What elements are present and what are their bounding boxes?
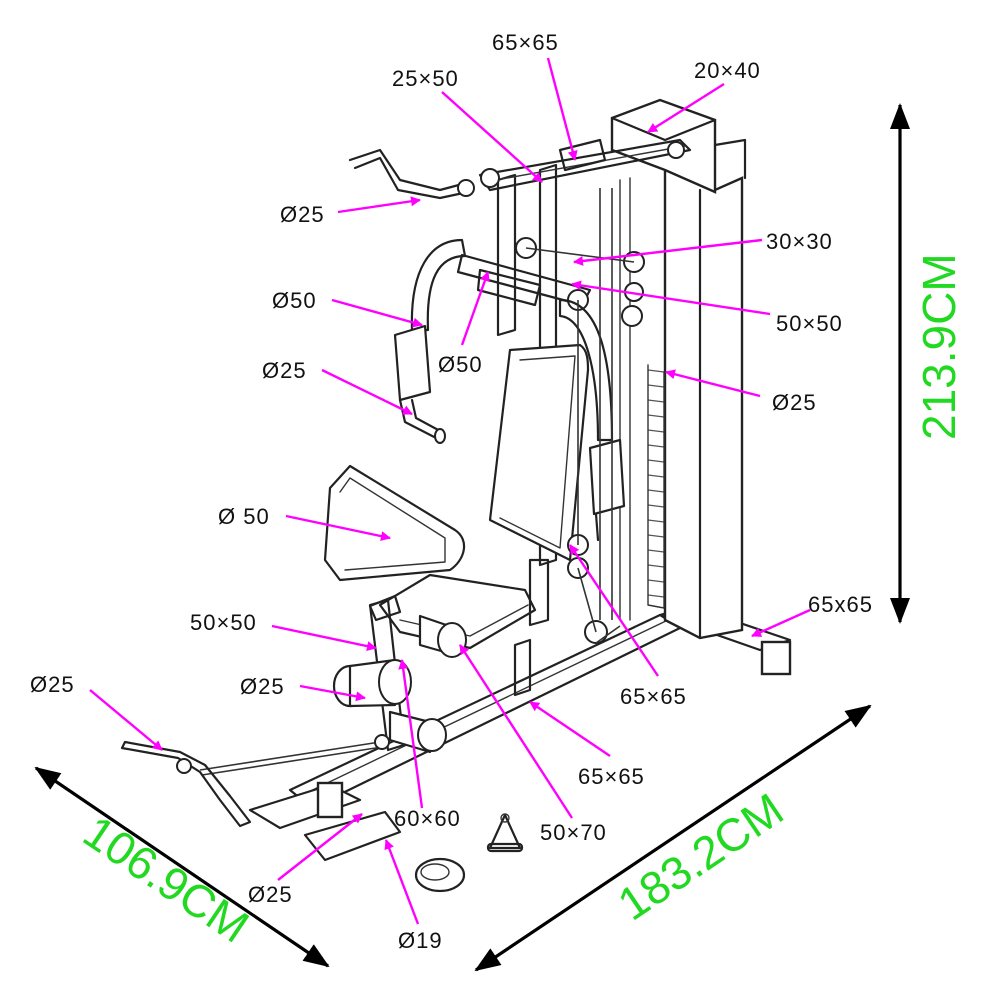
label-pad-d50: Ø 50 bbox=[218, 504, 270, 529]
label-roller-d25: Ø25 bbox=[240, 674, 285, 699]
height-dimension: 213.9CM bbox=[913, 253, 965, 440]
pointer-cable-handle bbox=[89, 689, 163, 751]
width-dimension: 106.9CM bbox=[74, 805, 258, 952]
pointer-top-25x50 bbox=[441, 91, 543, 183]
label-post-60x60: 60×60 bbox=[394, 806, 461, 831]
pointer-top-20x40 bbox=[647, 82, 725, 134]
pointer-top-65x65 bbox=[546, 57, 578, 161]
label-cross-50x50: 50×50 bbox=[776, 311, 843, 336]
dimension-lines bbox=[34, 103, 910, 972]
pointer-base-right bbox=[751, 608, 811, 638]
label-leg-50x50: 50×50 bbox=[190, 610, 257, 635]
label-upper-arm-d25: Ø25 bbox=[280, 202, 325, 227]
pointer-pin bbox=[384, 839, 420, 925]
pointer-pad bbox=[285, 514, 391, 542]
label-foot-d25: Ø25 bbox=[248, 882, 293, 907]
label-roller-50x70: 50×70 bbox=[540, 820, 607, 845]
machine-drawing bbox=[120, 98, 792, 893]
pointer-lever bbox=[331, 298, 423, 328]
length-dimension: 183.2CM bbox=[609, 783, 793, 930]
pointer-stack bbox=[665, 369, 761, 398]
pointer-leg bbox=[271, 624, 377, 652]
pointer-center-d50 bbox=[460, 271, 490, 346]
label-cable-d25: Ø25 bbox=[30, 672, 75, 697]
accessory-ankle-strap bbox=[414, 857, 466, 893]
accessory-handle bbox=[486, 813, 524, 853]
label-center-d50: Ø50 bbox=[438, 352, 483, 377]
label-lever-d50: Ø50 bbox=[272, 288, 317, 313]
width-dimension-line bbox=[34, 766, 330, 968]
weight-plates bbox=[647, 364, 665, 609]
label-stack-d25: Ø25 bbox=[772, 390, 817, 415]
label-seat-65x65: 65×65 bbox=[620, 684, 687, 709]
label-top-65x65: 65×65 bbox=[492, 30, 559, 55]
pointer-seat-65x65 bbox=[569, 544, 659, 677]
part-labels: 65×65 25×50 20×40 Ø25 30×30 Ø50 Ø50 50×5… bbox=[30, 30, 873, 953]
pointer-cross-30x30 bbox=[573, 238, 763, 266]
label-top-20x40: 20×40 bbox=[694, 58, 761, 83]
pointer-cross-50x50 bbox=[571, 280, 771, 316]
label-handle-d25: Ø25 bbox=[262, 358, 307, 383]
length-dimension-line bbox=[474, 704, 872, 972]
label-base-65x65-mid: 65×65 bbox=[578, 764, 645, 789]
pointer-post bbox=[398, 659, 424, 809]
pointer-base-mid bbox=[529, 701, 611, 757]
pointer-roller bbox=[299, 684, 366, 702]
label-pin-d19: Ø19 bbox=[398, 928, 443, 953]
label-cross-30x30: 30×30 bbox=[766, 229, 833, 254]
pointer-upper-arm bbox=[337, 196, 421, 214]
label-base-65x65-right: 65x65 bbox=[808, 592, 873, 617]
pointer-handle bbox=[321, 368, 413, 416]
label-top-25x50: 25×50 bbox=[392, 66, 459, 91]
